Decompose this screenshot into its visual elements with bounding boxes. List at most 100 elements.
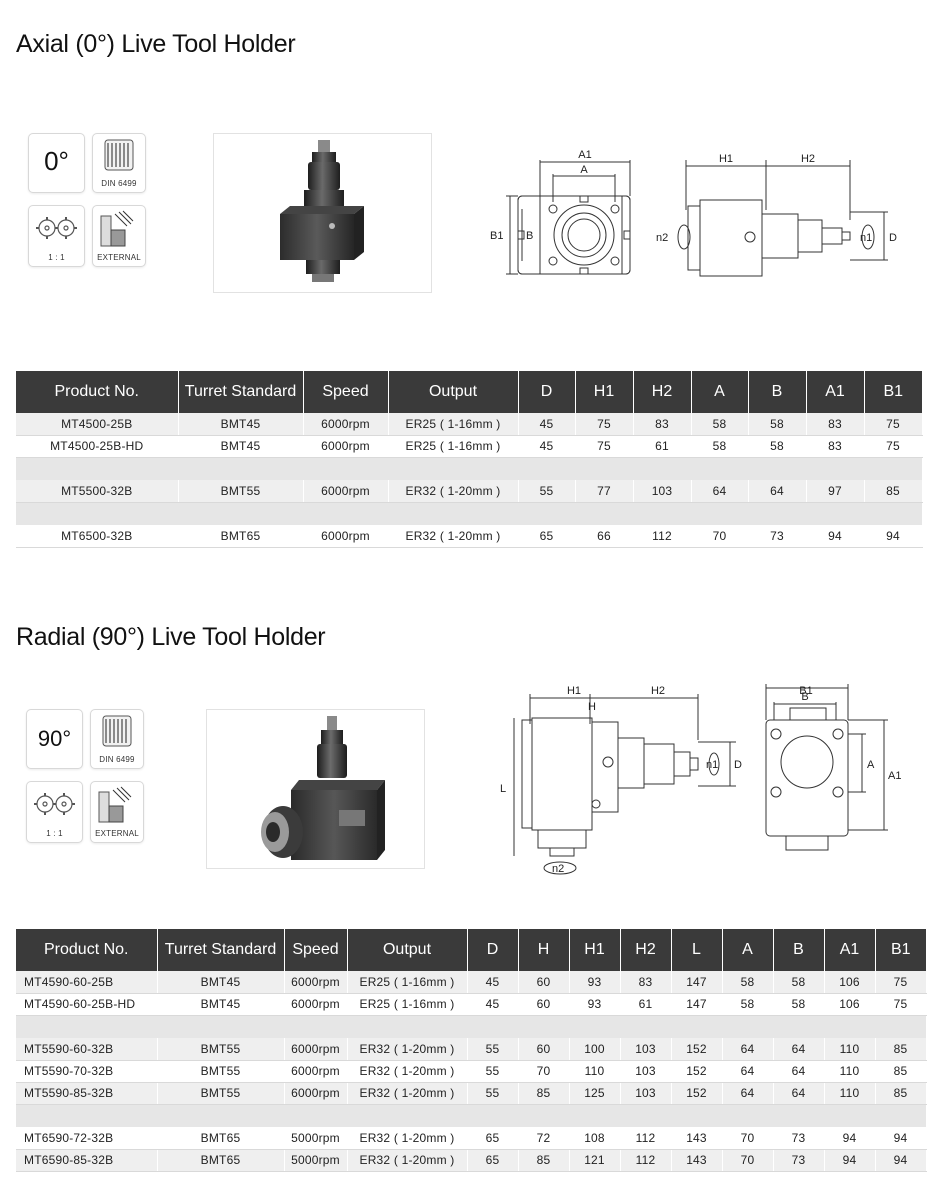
column-header: H2 (620, 929, 672, 971)
table-cell: MT6590-72-32B (16, 1127, 158, 1150)
table-cell: 58 (748, 413, 807, 436)
table-cell: 147 (671, 971, 723, 994)
external-coolant-icon (98, 786, 132, 823)
coolant-badge-radial: EXTERNAL (90, 781, 144, 843)
external-caption-radial: EXTERNAL (95, 829, 139, 838)
dim-b1-label: B1 (490, 230, 503, 242)
spacer-cell (16, 502, 923, 525)
rot-n1-label: n1 (706, 759, 718, 771)
table-cell: 70 (722, 1127, 774, 1150)
table-cell: 58 (722, 971, 774, 994)
table-cell: 85 (875, 1082, 927, 1105)
table-cell: 83 (620, 971, 672, 994)
table-cell: 45 (467, 993, 519, 1016)
table-cell: 103 (633, 480, 692, 503)
dim-h-label: H (588, 701, 596, 713)
column-header: Output (347, 929, 468, 971)
table-cell: 85 (875, 1038, 927, 1061)
column-header: Turret Standard (157, 929, 285, 971)
angle-badge-radial: 90° (26, 709, 83, 769)
table-cell: MT5500-32B (16, 480, 179, 503)
column-header: H1 (575, 371, 634, 413)
dim-a1-label: A1 (888, 770, 901, 782)
table-cell: 6000rpm (303, 413, 389, 436)
table-cell: 110 (824, 1060, 876, 1083)
table-cell: 61 (633, 435, 692, 458)
table-cell: 94 (875, 1149, 927, 1172)
table-cell: 106 (824, 993, 876, 1016)
table-cell: BMT55 (157, 1082, 285, 1105)
column-header: Speed (284, 929, 348, 971)
table-cell: MT5590-85-32B (16, 1082, 158, 1105)
table-cell: MT6500-32B (16, 525, 179, 548)
table-cell: MT4500-25B-HD (16, 435, 179, 458)
table-cell: 65 (518, 525, 576, 548)
column-header: B1 (875, 929, 926, 971)
table-cell: 75 (864, 435, 923, 458)
table-cell: 143 (671, 1149, 723, 1172)
ratio-caption-radial: 1 : 1 (46, 829, 63, 838)
dim-d-label: D (889, 232, 897, 244)
table-cell: 55 (518, 480, 576, 503)
table-cell: 6000rpm (284, 1060, 348, 1083)
table-cell: MT4500-25B (16, 413, 179, 436)
coolant-badge: EXTERNAL (92, 205, 146, 267)
column-header: Output (388, 371, 519, 413)
din-caption-radial: DIN 6499 (99, 755, 135, 764)
dim-a-label: A (867, 759, 875, 771)
table-cell: BMT65 (178, 525, 304, 548)
table-cell: 58 (773, 993, 825, 1016)
dim-b-label: B (526, 230, 533, 242)
table-cell: 64 (722, 1060, 774, 1083)
radial-holder-illustration (261, 716, 385, 860)
spacer-row (16, 1015, 927, 1038)
table-cell: ER25 ( 1-16mm ) (388, 413, 519, 436)
column-header: D (467, 929, 519, 971)
table-cell: 75 (575, 435, 634, 458)
table-cell: 60 (518, 1038, 570, 1061)
table-cell: 85 (518, 1149, 570, 1172)
table-cell: ER32 ( 1-20mm ) (347, 1060, 468, 1083)
column-header: A (722, 929, 774, 971)
spacer-row (16, 457, 923, 480)
table-cell: ER32 ( 1-20mm ) (347, 1082, 468, 1105)
dim-a1-label: A1 (578, 149, 591, 161)
collet-icon (102, 715, 132, 747)
table-cell: BMT65 (157, 1149, 285, 1172)
table-cell: 6000rpm (284, 1038, 348, 1061)
table-cell: 112 (620, 1149, 672, 1172)
table-cell: MT5590-60-32B (16, 1038, 158, 1061)
din-collet-badge: DIN 6499 (92, 133, 146, 193)
table-cell: 112 (620, 1127, 672, 1150)
table-cell: BMT45 (157, 971, 285, 994)
table-cell: 121 (569, 1149, 621, 1172)
column-header: Turret Standard (178, 371, 304, 413)
table-cell: 72 (518, 1127, 570, 1150)
column-header: A1 (824, 929, 876, 971)
table-cell: 45 (518, 413, 576, 436)
table-cell: 110 (824, 1038, 876, 1061)
table-cell: 6000rpm (303, 480, 389, 503)
table-cell: 147 (671, 993, 723, 1016)
table-cell: 64 (773, 1060, 825, 1083)
table-cell: 125 (569, 1082, 621, 1105)
table-cell: 60 (518, 971, 570, 994)
column-header: H2 (633, 371, 692, 413)
column-header: D (518, 371, 576, 413)
table-cell: 73 (773, 1127, 825, 1150)
column-header: B1 (864, 371, 922, 413)
table-cell: 65 (467, 1127, 519, 1150)
table-cell: 64 (748, 480, 807, 503)
table-cell: 58 (691, 413, 749, 436)
table-cell: 70 (722, 1149, 774, 1172)
gear-ratio-badge: 1 : 1 (28, 205, 85, 267)
gears-icon (34, 793, 75, 815)
rot-n2-label: n2 (656, 232, 668, 244)
